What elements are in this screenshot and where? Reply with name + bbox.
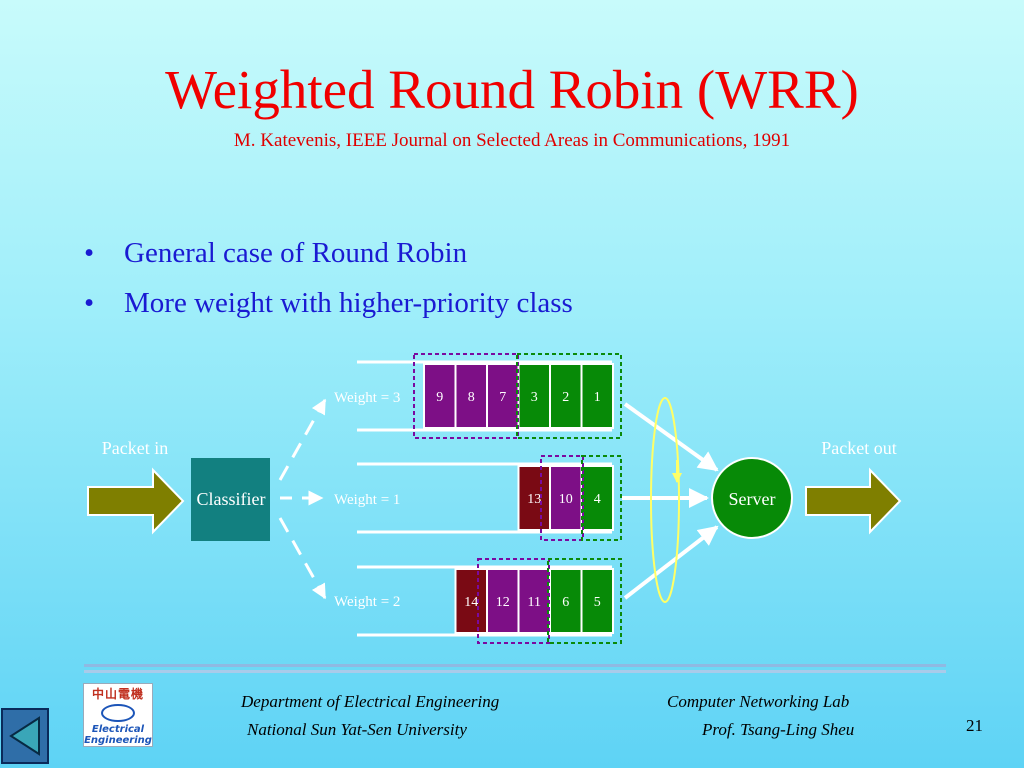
packet-cell-label: 1: [594, 390, 601, 405]
slide-subtitle: M. Katevenis, IEEE Journal on Selected A…: [233, 130, 791, 151]
bullet-list: • General case of Round Robin • More wei…: [84, 228, 573, 328]
page-number: 21: [966, 716, 983, 735]
packet-cell-label: 11: [528, 595, 541, 610]
packet-cell-label: 3: [531, 390, 538, 405]
round-robin-ring: [650, 397, 680, 603]
bullet-item: • More weight with higher-priority class: [84, 278, 573, 328]
packet-cell-label: 5: [594, 595, 601, 610]
bullet-marker: •: [84, 237, 95, 269]
queue-2-weight: Weight = 1: [334, 492, 400, 508]
packet-cell-label: 7: [499, 390, 506, 405]
footer-divider: [84, 664, 946, 667]
round-box-queue-3-purple: [477, 558, 550, 644]
packet-cell-label: 14: [464, 595, 478, 610]
classifier-box: [191, 458, 270, 541]
queue-cells: 9 8 7 3 2 1 13 10 4 14 12 11 6 5: [423, 363, 614, 634]
packet-cell-label: 10: [559, 492, 573, 507]
packet-cell-label: 8: [468, 390, 475, 405]
packet-in-label: Packet in: [102, 438, 168, 458]
packet-cell: [486, 568, 520, 634]
classifier-to-queue-1-arrow: [278, 398, 327, 481]
footer-divider: [84, 670, 946, 673]
footer-lab: Computer Networking Lab: [667, 692, 850, 711]
queue-1-to-server-arrow: [623, 402, 719, 472]
round-box-queue-1-green: [516, 353, 622, 439]
queue-rails: [357, 360, 612, 637]
packet-in-arrow: [87, 467, 185, 535]
back-arrow-icon: [9, 716, 40, 756]
packet-cell: [517, 363, 551, 429]
footer-department: Department of Electrical Engineering: [241, 692, 500, 711]
bullet-item: • General case of Round Robin: [84, 228, 573, 278]
logo-line-2: Engineering: [84, 734, 152, 746]
footer-university: National Sun Yat-Sen University: [247, 720, 467, 739]
packet-cell-label: 13: [527, 492, 541, 507]
queue-3-to-server-arrow: [623, 525, 719, 600]
packet-cell: [580, 363, 614, 429]
logo-mark-icon: [101, 703, 135, 722]
round-grouping-boxes: [413, 353, 622, 644]
server-label: Server: [729, 489, 776, 509]
logo-cjk-text: 中山電機: [91, 686, 144, 701]
slide-title: Weighted Round Robin (WRR): [165, 59, 859, 120]
packet-cell-label: 2: [562, 390, 569, 405]
round-box-queue-2-green: [581, 455, 622, 541]
packet-cell-label: 4: [594, 492, 601, 507]
bullet-text: More weight with higher-priority class: [124, 287, 573, 319]
bullet-marker: •: [84, 287, 95, 319]
packet-cell: [580, 568, 614, 634]
server-node: [711, 457, 793, 539]
packet-cell-label: 6: [562, 595, 569, 610]
footer-professor: Prof. Tsang-Ling Sheu: [702, 720, 855, 739]
previous-slide-button[interactable]: [1, 708, 49, 764]
round-box-queue-3-green: [547, 558, 622, 644]
bullet-text: General case of Round Robin: [124, 237, 468, 269]
packet-cell: [517, 568, 551, 634]
packet-out-label: Packet out: [821, 438, 896, 458]
packet-cell-label: 9: [436, 390, 443, 405]
round-box-queue-1-purple: [413, 353, 519, 439]
queue-1-weight: Weight = 3: [334, 390, 400, 406]
packet-out-arrow: [805, 467, 902, 535]
packet-cell-label: 12: [496, 595, 510, 610]
classifier-to-queue-3-arrow: [278, 517, 327, 600]
department-logo: 中山電機 Electrical Engineering: [83, 683, 153, 747]
classifier-label: Classifier: [197, 489, 266, 509]
logo-line-1: Electrical: [91, 723, 145, 735]
packet-cell: [549, 568, 583, 634]
queue-3-weight: Weight = 2: [334, 594, 400, 610]
